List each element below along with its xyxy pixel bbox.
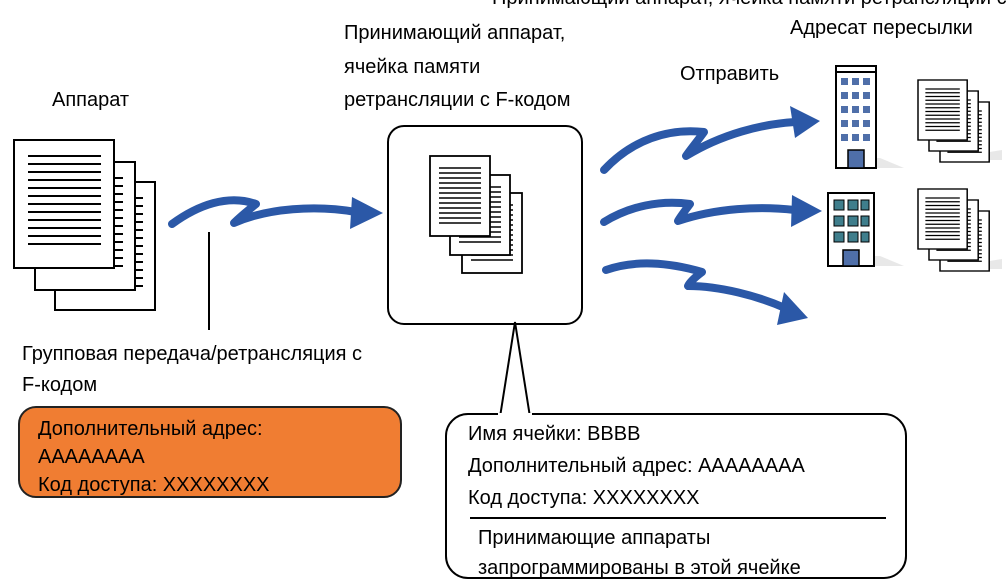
small-building-icon xyxy=(827,192,904,267)
send-label: Отправить xyxy=(680,63,780,85)
sender-passcode: Код доступа: XXXXXXXX xyxy=(38,474,270,496)
outgoing-arrow-3 xyxy=(602,259,808,325)
top-partial-caption: Принимающий аппарат, ячейка памяти ретра… xyxy=(492,0,1008,9)
relay-label-line1: Принимающий аппарат, xyxy=(344,22,566,44)
sender-sub-address-label: Дополнительный адрес: xyxy=(38,418,263,440)
callout-note-line2: запрограммированы в этой ячейке xyxy=(478,557,801,579)
sender-sub-address-value: AAAAAAAA xyxy=(38,446,145,468)
sender-document-stack xyxy=(13,139,156,311)
recipient-document-stack-2 xyxy=(917,188,1002,272)
recipient-document-stack-1 xyxy=(917,79,1002,163)
recipients-label: Адресат пересылки xyxy=(790,17,973,39)
callout-note-line1: Принимающие аппараты xyxy=(478,527,711,549)
callout-pointer xyxy=(496,321,534,437)
callout-sub-address: Дополнительный адрес: AAAAAAAA xyxy=(468,455,805,477)
broadcast-label-line2: F-кодом xyxy=(22,374,98,396)
callout-box-name: Имя ячейки: BBBB xyxy=(468,423,641,445)
callout-box xyxy=(445,413,907,579)
incoming-arrow xyxy=(168,196,383,229)
outgoing-arrow-1 xyxy=(600,106,820,174)
relay-label-line3: ретрансляции с F-кодом xyxy=(344,89,571,111)
broadcast-label-line1: Групповая передача/ретрансляция с xyxy=(22,343,363,365)
sender-info-box: Дополнительный адрес: AAAAAAAA Код досту… xyxy=(18,406,402,498)
device-label: Аппарат xyxy=(52,89,130,111)
outgoing-arrow-2 xyxy=(600,195,822,227)
callout-passcode: Код доступа: XXXXXXXX xyxy=(468,487,700,509)
office-building-icon xyxy=(835,65,904,169)
relay-label-line2: ячейка памяти xyxy=(344,56,481,78)
